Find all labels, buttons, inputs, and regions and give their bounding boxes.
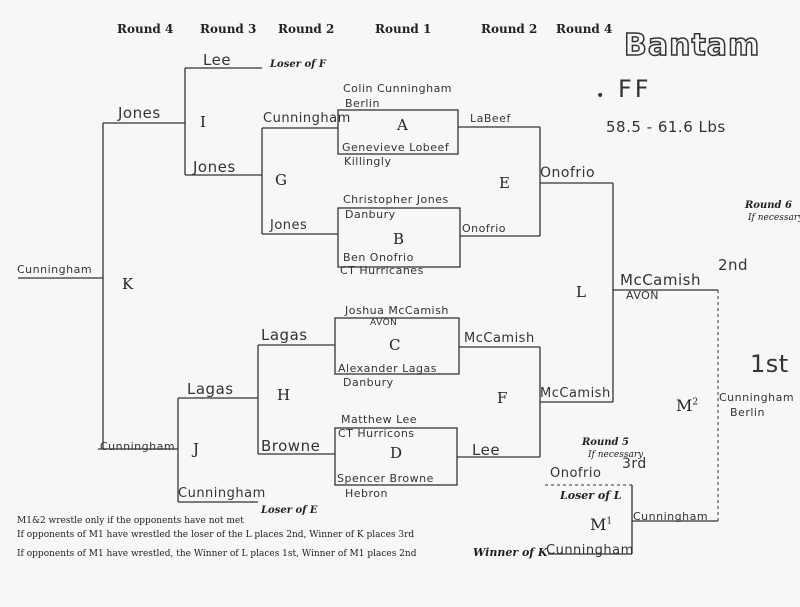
k-top-result: Jones [118,104,161,122]
m1-top-result: Onofrio [550,466,602,481]
g-top-result: Cunningham [263,111,351,126]
b-bot-team: CT Hurricanes [340,264,424,277]
c-bot-wrestler: Alexander Lagas [338,362,437,375]
header-left-round2: Round 2 [278,22,335,36]
round6-note: If necessary [748,213,800,223]
bullet-mark: • [596,88,605,104]
a-bot-team: Killingly [344,155,392,168]
footnote-1: M1&2 wrestle only if the opponents have … [17,516,244,526]
a-top-team: Berlin [345,97,380,110]
d-bot-team: Hebron [345,487,389,500]
a-top-wrestler: Colin Cunningham [343,82,453,95]
f-bot-result: Lee [472,441,501,459]
j-bot-result: Cunningham [178,486,266,501]
first-place-label: 1st [750,350,789,378]
first-place-team: Berlin [730,406,765,419]
footnote-2: If opponents of M1 have wrestled the los… [17,530,415,540]
match-m2-letter: M2 [676,396,699,415]
f-top-result: McCamish [464,331,535,346]
b-bot-wrestler: Ben Onofrio [343,251,414,264]
i-top-result: Lee [203,51,232,69]
header-left-round3: Round 3 [200,22,257,36]
header-right-round4: Round 4 [556,22,613,36]
h-bot-result: Browne [261,437,321,455]
bracket-title: Bantam [623,27,761,64]
d-top-wrestler: Matthew Lee [341,413,418,426]
round5-note: If necessary [588,450,644,460]
match-l-letter: L [576,283,586,301]
l-winner-team: AVON [626,289,660,302]
l-winner-result: McCamish [620,271,701,289]
header-left-round4: Round 4 [117,22,174,36]
match-e-letter: E [499,174,510,192]
l-top-result: Onofrio [540,165,596,181]
j-top-result: Lagas [187,380,234,398]
e-bot-result: Onofrio [462,222,507,235]
first-place-name: Cunningham [719,391,795,404]
match-k-letter: K [122,275,134,293]
second-place-label: 2nd [718,256,749,274]
h-top-result: Lagas [261,326,308,344]
m1-bot-result: Cunningham [546,543,634,558]
c-top-wrestler: Joshua McCamish [345,304,449,317]
header-right-round2: Round 2 [481,22,538,36]
winner-of-k-label: Winner of K [473,546,548,559]
match-b-letter: B [393,230,405,248]
loser-of-l-label: Loser of L [560,489,622,502]
match-i-letter: I [200,113,206,131]
c-top-team: AVON [370,318,398,328]
third-place-label: 3rd [622,456,647,472]
match-f-letter: F [497,389,508,407]
header-round6: Round 6 [745,200,792,211]
i-bot-result: Jones [193,158,236,176]
b-top-wrestler: Christopher Jones [343,193,449,206]
a-bot-wrestler: Genevieve Lobeef [342,141,450,154]
j-bot-winner: Cunningham [100,440,176,453]
m2-top-result: Cunningham [633,510,709,523]
match-d-letter: D [390,444,403,462]
b-top-team: Danbury [345,208,396,221]
footnote-3: If opponents of M1 have wrestled, the Wi… [17,549,417,559]
g-bot-result: Jones [270,218,308,233]
match-m1-letter: M1 [590,515,613,534]
division-label: FF [618,75,652,103]
match-a-letter: A [397,116,408,134]
match-h-letter: H [277,386,291,404]
k-winner-result: Cunningham [17,263,93,276]
c-bot-team: Danbury [343,376,394,389]
weight-range: 58.5 - 61.6 Lbs [606,118,726,136]
match-c-letter: C [389,336,401,354]
loser-of-e-label: Loser of E [261,505,318,516]
loser-of-f-label: Loser of F [270,59,326,70]
e-top-result: LaBeef [470,112,511,125]
d-top-team: CT Hurricons [338,427,415,440]
match-g-letter: G [275,171,287,189]
match-j-letter: J [193,440,200,458]
header-round1: Round 1 [375,22,432,36]
d-bot-wrestler: Spencer Browne [337,472,434,485]
header-round5: Round 5 [582,437,629,448]
l-bot-result: McCamish [540,386,611,401]
